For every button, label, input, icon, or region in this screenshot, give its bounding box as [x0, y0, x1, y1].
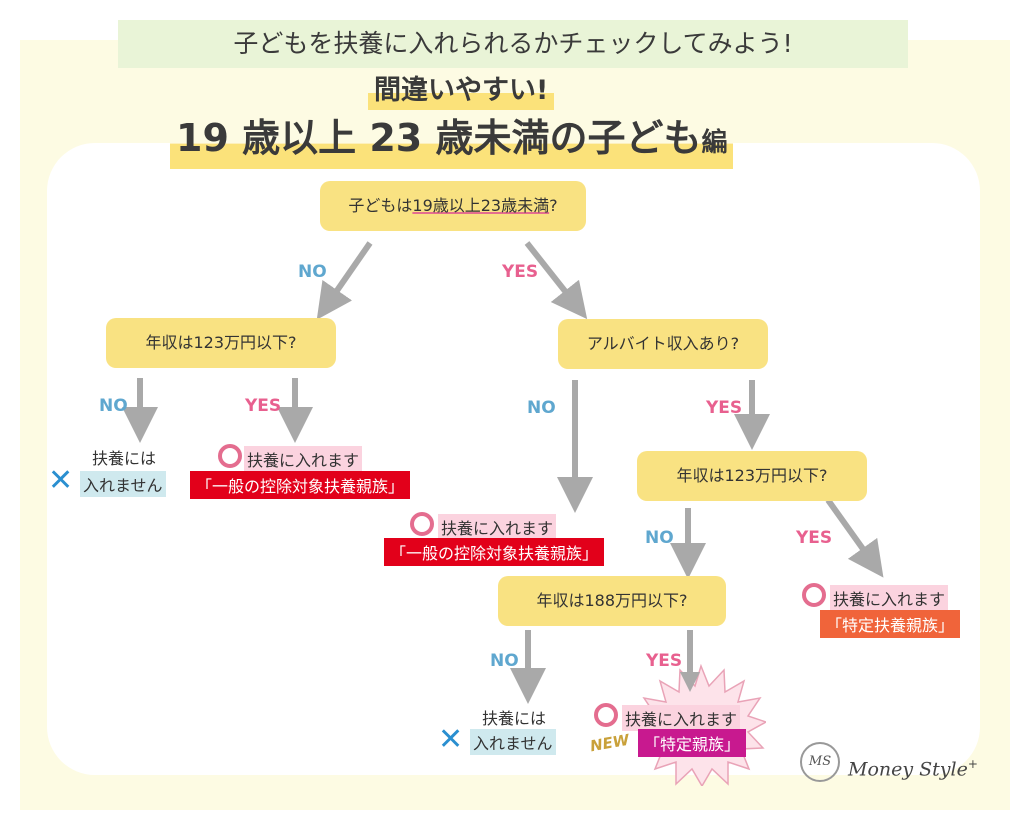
node-age-post: ? — [549, 196, 558, 215]
node-age-question: 子どもは19歳以上23歳未満? — [320, 181, 586, 231]
arrow-root-no — [316, 241, 373, 320]
edge-label-yes: YES — [245, 396, 282, 416]
circle-mark-icon — [594, 703, 618, 731]
header-subtitle: 間違いやすい! — [368, 72, 555, 110]
result-cannot-line1: 扶養には — [92, 449, 157, 468]
node-income-123-left: 年収は123万円以下? — [106, 318, 336, 368]
title-suffix: 編 — [701, 128, 728, 158]
edge-label-no: NO — [490, 651, 519, 671]
circle-mark-icon — [410, 512, 434, 540]
brand-name: Money Style+ — [848, 757, 978, 780]
node-age-pre: 子どもは — [348, 196, 413, 215]
result-cannot-line2: 入れません — [80, 471, 166, 497]
result-can: 扶養に入れます — [438, 514, 557, 540]
node-arubaito: アルバイト収入あり? — [558, 319, 768, 369]
header-banner: 子どもを扶養に入れられるかチェックしてみよう! — [118, 20, 908, 68]
arrow-188-yes — [680, 630, 700, 692]
brand-name-text: Money Style — [848, 758, 968, 781]
result-can: 扶養に入れます — [244, 446, 363, 472]
result-can: 扶養に入れます — [830, 585, 949, 611]
edge-label-yes: YES — [502, 262, 539, 282]
label-specific-relative: 「特定親族」 — [638, 729, 747, 757]
brand-mark: + — [967, 757, 978, 771]
header-title: 19 歳以上 23 歳未満の子ども編 — [170, 112, 734, 169]
arrow-right-yes — [825, 498, 884, 578]
edge-label-yes: YES — [796, 528, 833, 548]
cross-mark-icon: ✕ — [48, 463, 74, 498]
circle-mark-icon — [802, 583, 826, 611]
node-income-188: 年収は188万円以下? — [498, 576, 726, 626]
edge-label-yes: YES — [646, 651, 683, 671]
edge-label-no: NO — [298, 262, 327, 282]
edge-label-no: NO — [527, 398, 556, 418]
result-cannot-line2: 入れません — [470, 729, 556, 755]
result-cannot-line1: 扶養には — [482, 709, 547, 728]
label-specific-dependent: 「特定扶養親族」 — [820, 610, 961, 638]
node-age-range: 19歳以上23歳未満 — [412, 196, 550, 215]
node-income-123-right: 年収は123万円以下? — [637, 451, 867, 501]
edge-label-no: NO — [645, 528, 674, 548]
edge-label-no: NO — [99, 396, 128, 416]
cross-mark-icon: ✕ — [438, 722, 464, 757]
result-can: 扶養に入れます — [622, 705, 741, 731]
brand-logo-icon: MS — [800, 742, 840, 782]
label-general-dependent: 「一般の控除対象扶養親族」 — [384, 538, 605, 566]
title-main: 19 歳以上 23 歳未満の子ども — [176, 116, 702, 160]
edge-label-yes: YES — [706, 398, 743, 418]
circle-mark-icon — [218, 444, 242, 472]
label-general-dependent: 「一般の控除対象扶養親族」 — [190, 471, 411, 499]
arrow-root-yes — [524, 241, 588, 320]
